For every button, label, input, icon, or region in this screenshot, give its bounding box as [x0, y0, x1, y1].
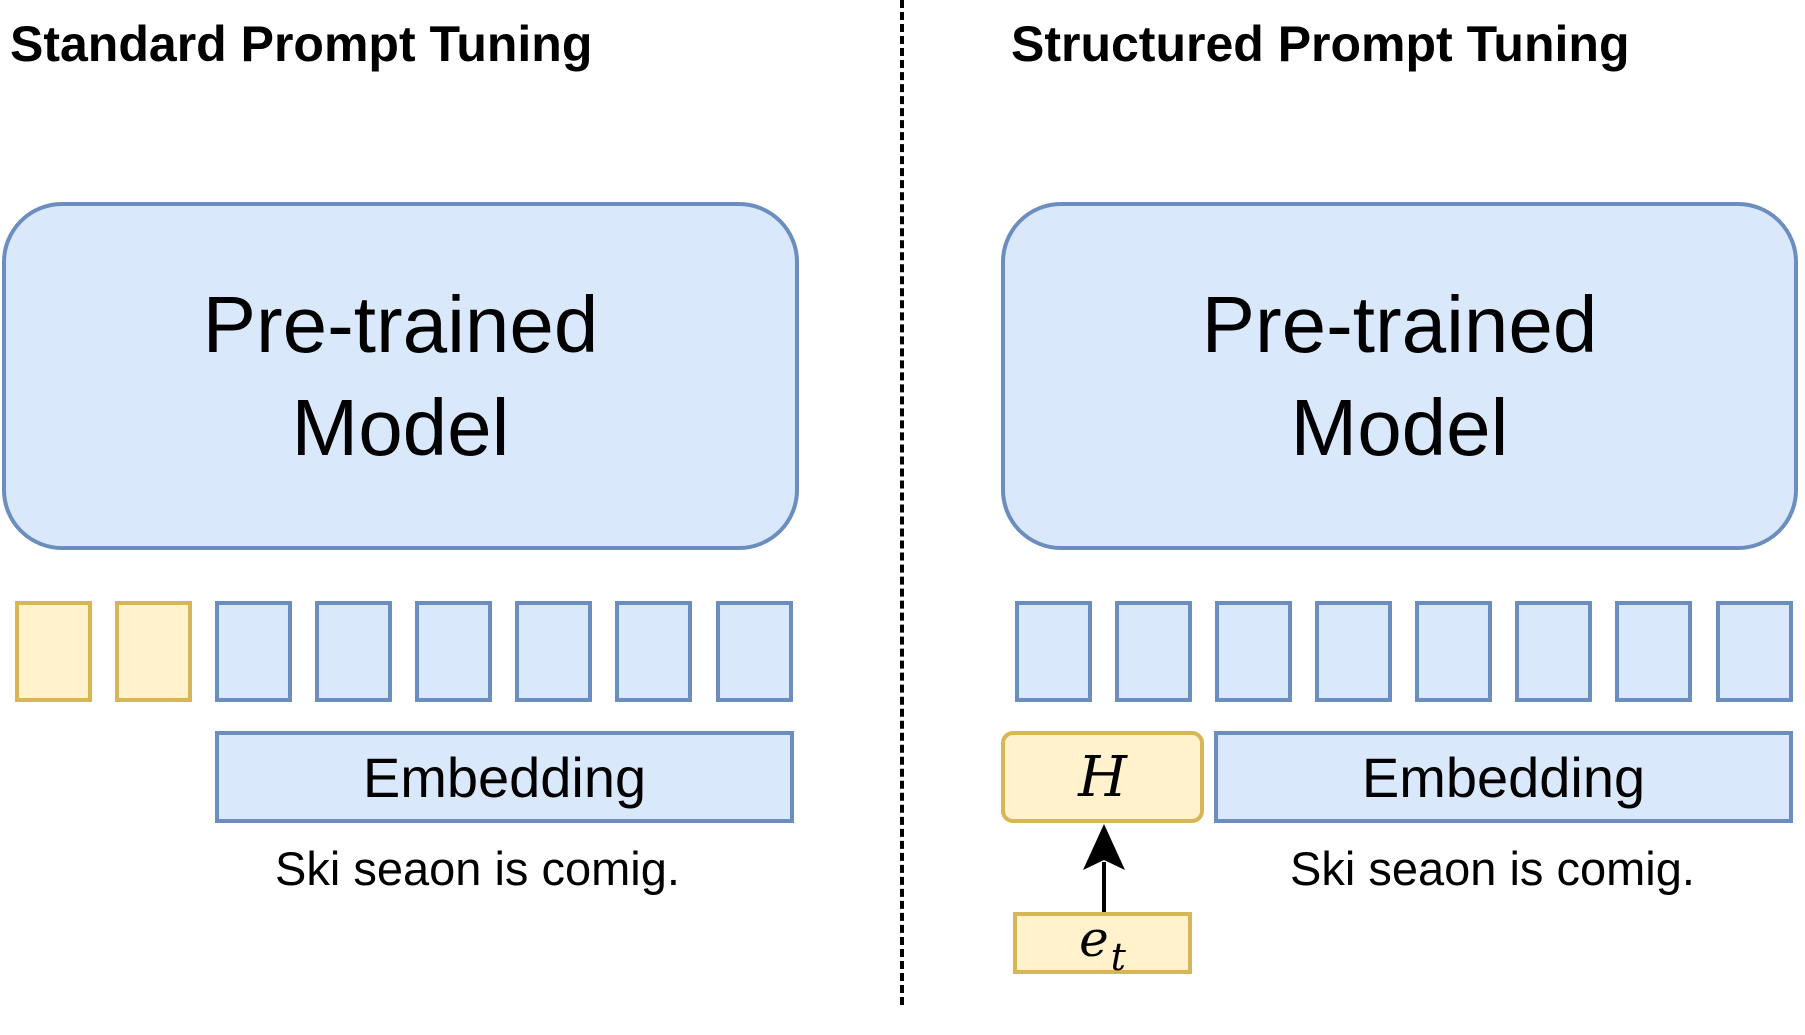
model-label-line2: Model	[291, 383, 510, 472]
pretrained-model-box-left: Pre-trained Model	[2, 202, 799, 550]
input-token-4	[515, 601, 592, 702]
model-label-line2: Model	[1290, 383, 1509, 472]
et-main-symbol: e	[1079, 910, 1109, 968]
structured-prompt-tuning-title: Structured Prompt Tuning	[1011, 16, 1630, 72]
embedding-box-left: Embedding	[215, 731, 794, 823]
model-label-line1: Pre-trained	[1201, 280, 1598, 369]
et-subscript: t	[1110, 935, 1126, 979]
token-6	[1515, 601, 1592, 702]
token-5	[1415, 601, 1492, 702]
token-3	[1215, 601, 1292, 702]
token-8	[1716, 601, 1793, 702]
input-token-1	[215, 601, 292, 702]
token-2	[1115, 601, 1192, 702]
prompt-token-2	[115, 601, 192, 702]
token-7	[1615, 601, 1692, 702]
up-arrow-icon	[1083, 824, 1125, 914]
dashed-divider	[900, 0, 904, 1005]
standard-prompt-tuning-title: Standard Prompt Tuning	[10, 16, 593, 72]
input-sentence-right: Ski seaon is comig.	[1290, 842, 1695, 895]
pretrained-model-box-right: Pre-trained Model	[1001, 202, 1798, 550]
input-token-5	[615, 601, 692, 702]
model-label-line1: Pre-trained	[202, 280, 599, 369]
input-token-3	[415, 601, 492, 702]
input-token-6	[716, 601, 793, 702]
embedding-box-right: Embedding	[1214, 731, 1793, 823]
hypernetwork-h-box: H	[1001, 731, 1204, 823]
prompt-token-1	[15, 601, 92, 702]
input-sentence-left: Ski seaon is comig.	[275, 842, 680, 895]
token-4	[1315, 601, 1392, 702]
input-token-2	[315, 601, 392, 702]
token-1	[1015, 601, 1092, 702]
